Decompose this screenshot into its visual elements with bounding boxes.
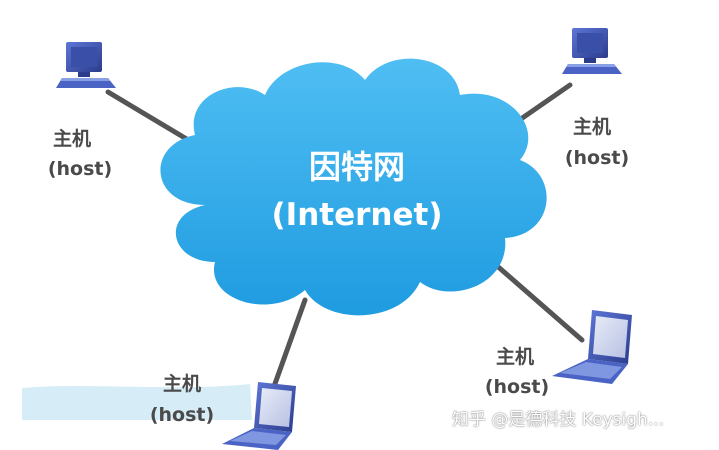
desktop-computer-icon bbox=[56, 42, 116, 88]
internet-cloud: 因特网 (Internet) bbox=[160, 58, 547, 316]
cloud-shape bbox=[160, 58, 547, 316]
desktop-computer-icon bbox=[562, 28, 622, 74]
laptop-icon bbox=[222, 382, 296, 450]
cloud-title-en: (Internet) bbox=[272, 197, 443, 233]
host-label-en: (host) bbox=[48, 158, 112, 180]
watermark: 知乎 @是德科技 Keysigh... bbox=[452, 410, 664, 430]
host-label-cn: 主机 bbox=[53, 128, 91, 150]
cloud-title-cn: 因特网 bbox=[309, 148, 405, 186]
host-label-en: (host) bbox=[485, 376, 549, 398]
background-wash bbox=[22, 384, 252, 420]
host-bottom-right: 主机 (host) bbox=[485, 310, 632, 398]
laptop-icon bbox=[552, 310, 632, 384]
host-label-en: (host) bbox=[150, 404, 214, 426]
link-host-bottom-right bbox=[485, 255, 585, 343]
host-top-left: 主机 (host) bbox=[48, 42, 116, 180]
host-label-cn: 主机 bbox=[496, 346, 534, 368]
host-bottom-left: 主机 (host) bbox=[150, 373, 296, 450]
host-label-cn: 主机 bbox=[573, 116, 611, 138]
host-label-en: (host) bbox=[565, 147, 629, 169]
host-top-right: 主机 (host) bbox=[562, 28, 629, 169]
host-label-cn: 主机 bbox=[163, 373, 201, 395]
